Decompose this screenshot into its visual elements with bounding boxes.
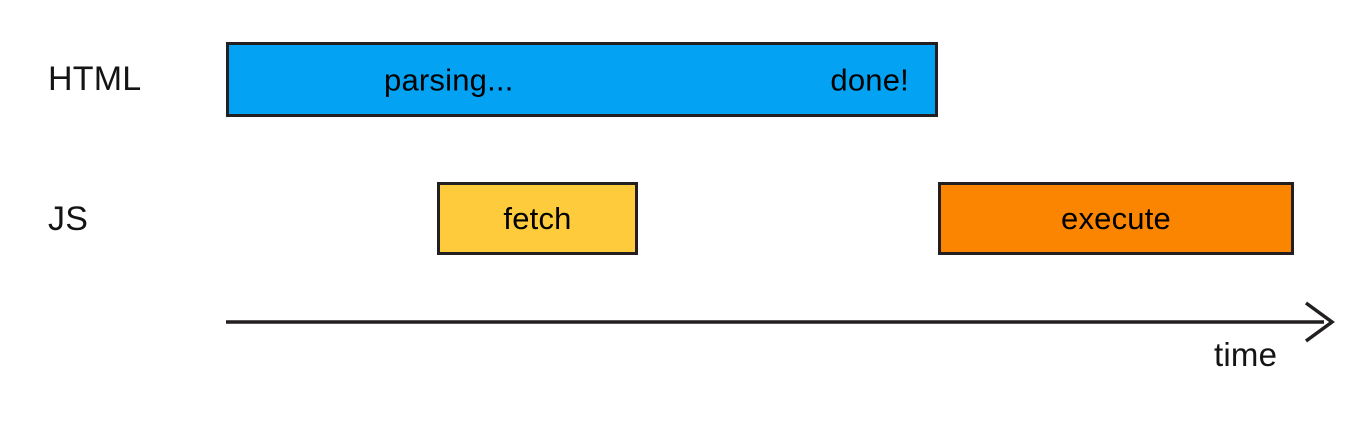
timeline-bar-html-parsing: parsing... done! — [226, 42, 938, 117]
arrow-right-icon — [1304, 301, 1335, 343]
row-label-js: JS — [48, 200, 89, 238]
bar-label-fetch: fetch — [503, 201, 572, 236]
time-axis — [220, 296, 1340, 352]
timeline-bar-js-execute: execute — [938, 182, 1294, 255]
bar-label-done: done! — [830, 62, 909, 97]
row-label-html: HTML — [48, 60, 142, 98]
bar-label-execute: execute — [1061, 201, 1171, 236]
timeline-bar-js-fetch: fetch — [437, 182, 638, 255]
time-axis-label: time — [1214, 336, 1278, 373]
time-axis-svg — [226, 301, 1335, 343]
bar-label-parsing: parsing... — [384, 62, 514, 97]
